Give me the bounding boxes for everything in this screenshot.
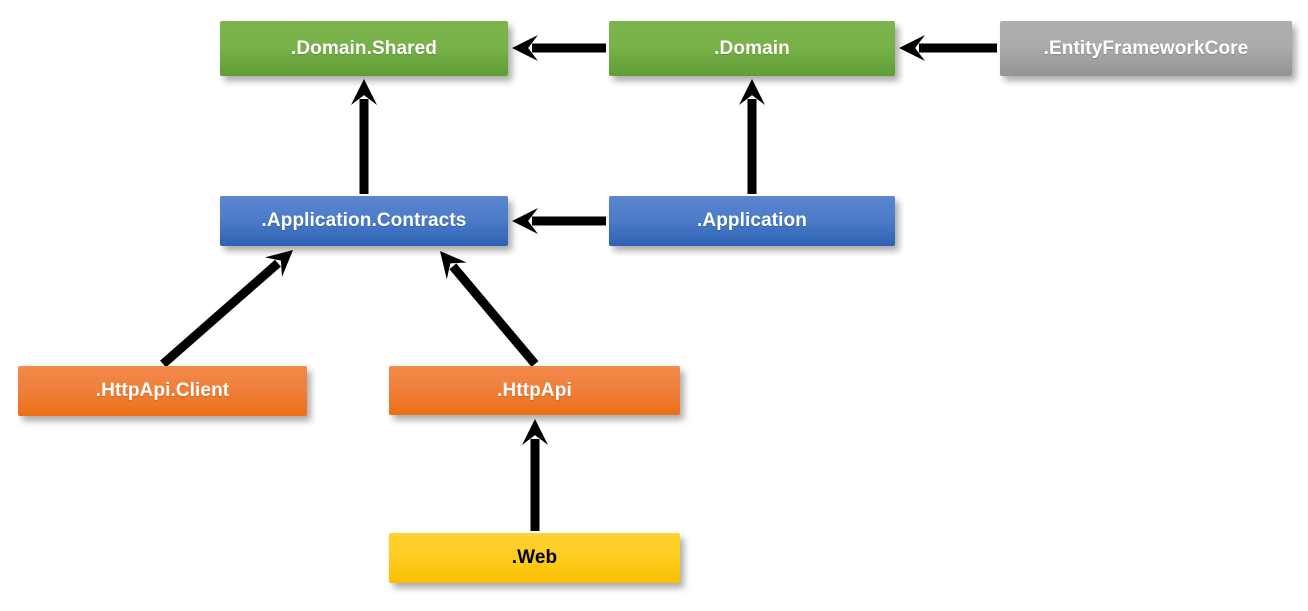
node-application-contracts[interactable]: .Application.Contracts (220, 196, 508, 246)
arrow-efcore-to-domain (899, 35, 997, 61)
node-label: .HttpApi (497, 379, 572, 401)
arrow-domain-to-domain-shared (512, 35, 606, 61)
node-label: .EntityFrameworkCore (1043, 37, 1249, 59)
node-label: .Web (511, 547, 558, 568)
arrow-httpapi-client-to-application-contracts (160, 250, 293, 368)
arrow-httpapi-to-application-contracts (440, 251, 539, 367)
arrow-web-to-httpapi (522, 419, 548, 531)
arrow-application-to-application-contracts (512, 208, 606, 234)
node-httpapi-client[interactable]: .HttpApi.Client (18, 366, 307, 416)
node-httpapi[interactable]: .HttpApi (389, 366, 680, 415)
node-application[interactable]: .Application (609, 196, 895, 246)
arrow-application-contracts-to-domain-shared (351, 79, 377, 194)
node-entity-framework-core[interactable]: .EntityFrameworkCore (1000, 21, 1292, 76)
node-web[interactable]: .Web (389, 533, 680, 583)
node-label: .Domain.Shared (290, 37, 438, 59)
node-domain-shared[interactable]: .Domain.Shared (220, 21, 508, 76)
node-domain[interactable]: .Domain (609, 21, 895, 76)
arrow-application-to-domain (739, 79, 765, 194)
node-label: .Application (697, 210, 807, 231)
node-label: .Application.Contracts (261, 210, 467, 231)
node-label: .HttpApi.Client (95, 380, 230, 401)
node-label: .Domain (714, 37, 790, 59)
